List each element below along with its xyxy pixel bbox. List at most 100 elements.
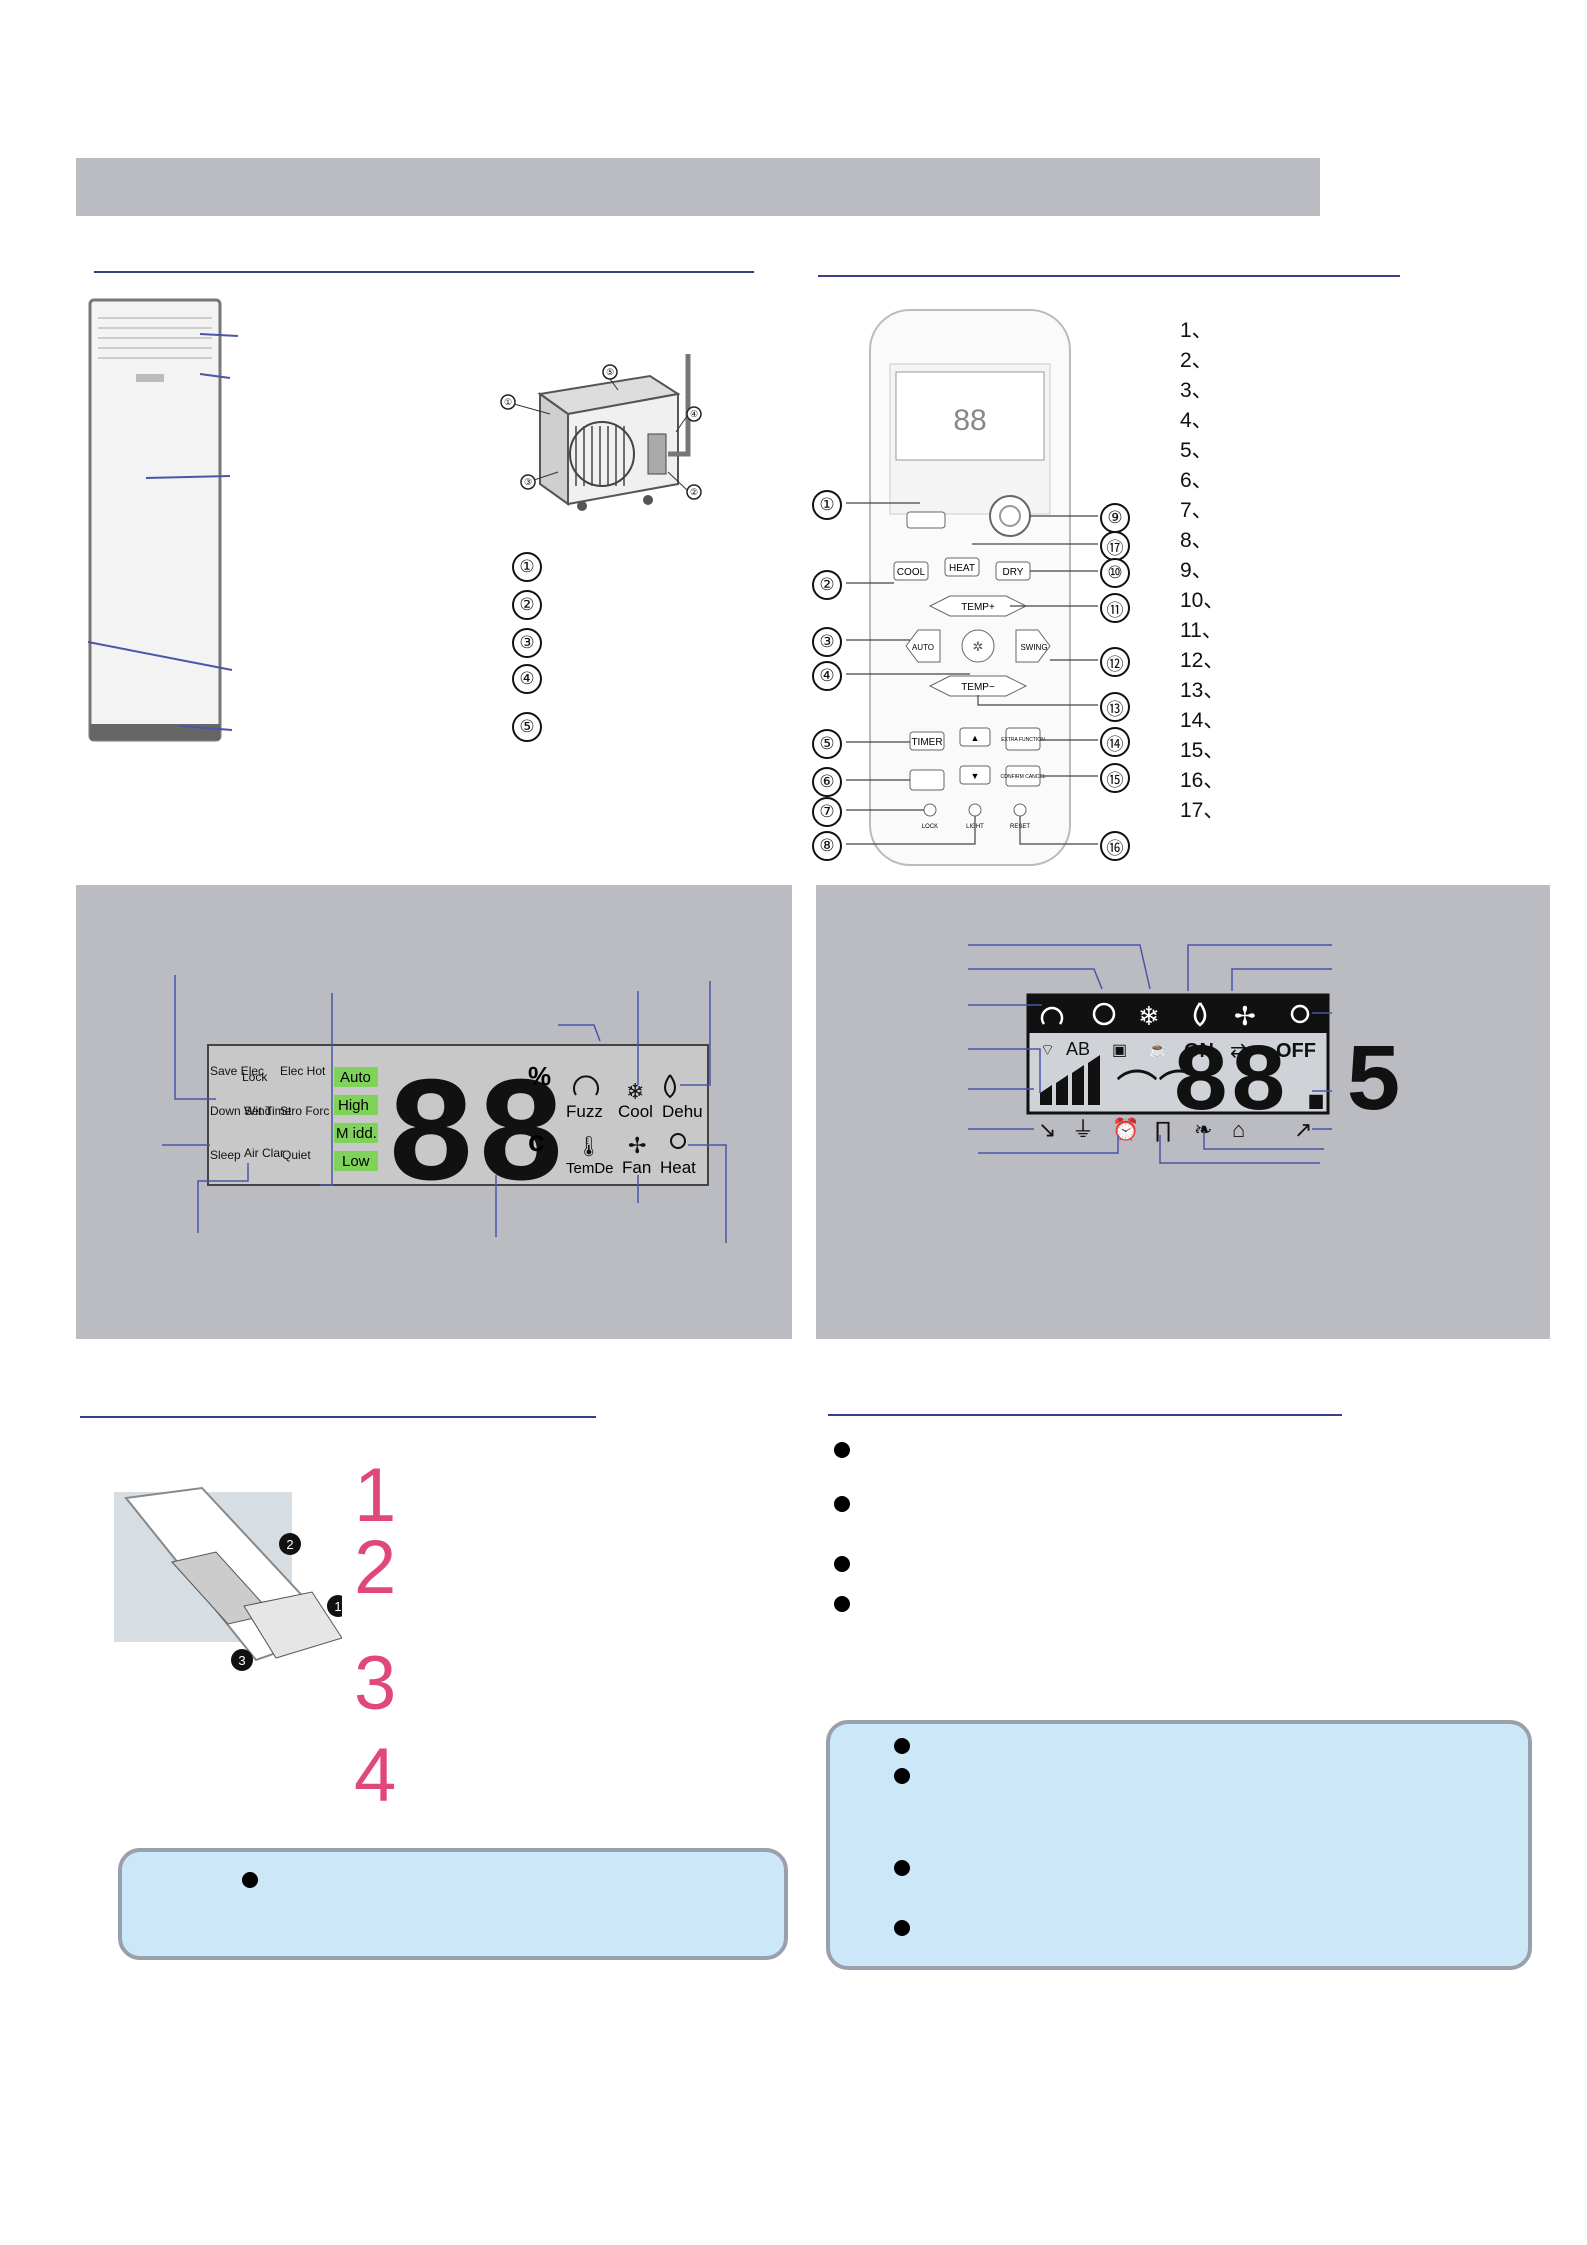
mode-dehu: Dehu	[662, 1102, 703, 1121]
indoor-display-diagram: Save Elec Lock Elec Hot Down Wind Set Ti…	[162, 975, 727, 1243]
label-down-wind: Down Wind	[210, 1104, 271, 1118]
remote-list-17: 17、	[1180, 799, 1225, 822]
note-bullet	[242, 1872, 258, 1888]
btn-temp-up[interactable]: TEMP+	[961, 602, 995, 613]
btn-lock[interactable]: LOCK	[922, 824, 938, 830]
swap-icon: ⇄	[1230, 1040, 1247, 1062]
dehu-icon	[664, 1074, 676, 1099]
indoor-unit-c: c	[528, 1125, 545, 1158]
remote-callout-3: ③	[812, 627, 842, 657]
label-air-clar: Air Clar	[244, 1146, 284, 1160]
section-banner	[76, 158, 1320, 216]
remote-list-7: 7、	[1180, 499, 1213, 522]
label-quiet: Quiet	[282, 1148, 311, 1162]
home-icon: ⌂	[1232, 1117, 1245, 1142]
label-stro-forc: Stro Forc	[280, 1104, 329, 1118]
battery-installation-illustration: 2 1 3	[114, 1486, 342, 1671]
btn-confirm-cancel[interactable]: CONFIRM CANCEL	[1000, 774, 1045, 780]
on-label: ON	[1184, 1040, 1214, 1062]
btn-extra-function[interactable]: EXTRA FUNCTION	[1001, 737, 1045, 743]
outdoor-legend-2: ②	[512, 590, 542, 620]
indoor-display-panel: Save Elec Lock Elec Hot Down Wind Set Ti…	[76, 885, 792, 1339]
remote-callout-2: ②	[812, 570, 842, 600]
notes-bullet-1	[834, 1442, 850, 1458]
label-set-time: Set Time	[244, 1104, 292, 1118]
ab-label: AB	[1066, 1039, 1090, 1059]
heater-icon: ∏	[1154, 1117, 1172, 1142]
btn-timer[interactable]: TIMER	[911, 737, 942, 748]
remote-list-5: 5、	[1180, 439, 1213, 462]
battery-marker-1: 1	[334, 1599, 341, 1614]
remote-list-14: 14、	[1180, 709, 1225, 732]
fuzz-icon	[573, 1075, 599, 1096]
remote-list-10: 10、	[1180, 589, 1225, 612]
btn-cool[interactable]: COOL	[897, 567, 926, 578]
indoor-unit-illustration	[87, 298, 239, 742]
outdoor-callout-4: ④	[690, 409, 698, 419]
remote-display-diagram: ❄ ✢ ⌔ AB ▣ ☕ ON ⇄ OFF ⌒⌒ 88.5 ↘ ⏚ ⏰ ∏ ❧ …	[968, 944, 1402, 1164]
btn-temp-down[interactable]: TEMP−	[961, 682, 995, 693]
step-number-2: 2	[354, 1525, 397, 1610]
remote-callout-5: ⑤	[812, 729, 842, 759]
fan-speed-auto: Auto	[340, 1069, 371, 1086]
fan-icon: ✢	[628, 1133, 646, 1158]
indoor-digits: 88	[386, 1055, 566, 1225]
remote-callout-16: ⑯	[1100, 831, 1130, 861]
off-label: OFF	[1276, 1040, 1316, 1062]
label-sleep: Sleep	[210, 1148, 241, 1162]
remote-callout-6: ⑥	[812, 767, 842, 797]
remote-list-2: 2、	[1180, 349, 1213, 372]
battery-marker-2: 2	[286, 1537, 293, 1552]
svg-text:✲: ✲	[973, 639, 984, 654]
remote-callout-13: ⑬	[1100, 692, 1130, 722]
section-rule-units	[94, 271, 754, 273]
cool-mode-icon: ❄	[1138, 1001, 1160, 1031]
remote-callout-15: ⑮	[1100, 763, 1130, 793]
label-elec-hot: Elec Hot	[280, 1064, 326, 1078]
notes-bullet-3	[834, 1556, 850, 1572]
notes-bullet-2	[834, 1496, 850, 1512]
return-icon: ↗	[1294, 1117, 1312, 1142]
remote-callout-11: ⑪	[1100, 593, 1130, 623]
fan-speed-midd: M idd.	[336, 1125, 377, 1142]
remote-list-4: 4、	[1180, 409, 1213, 432]
section-rule-remote	[818, 275, 1400, 277]
mode-temde: TemDe	[566, 1160, 614, 1177]
mode-fan: Fan	[622, 1158, 651, 1177]
auto-mode-icon	[1092, 1002, 1116, 1026]
fuzzy-mode-icon	[1040, 1006, 1064, 1025]
btn-auto[interactable]: AUTO	[912, 643, 934, 652]
callout-bullet-4	[894, 1920, 910, 1936]
remote-list-16: 16、	[1180, 769, 1225, 792]
swing-indicator: ⌒⌒	[1116, 1067, 1200, 1114]
plug-icon: ⏚	[1072, 1117, 1094, 1142]
fan-speed-low: Low	[342, 1153, 370, 1170]
remote-callout-14: ⑭	[1100, 727, 1130, 757]
btn-heat[interactable]: HEAT	[949, 563, 975, 574]
indoor-unit-percent: %	[528, 1061, 551, 1091]
outdoor-callout-5: ⑤	[606, 367, 614, 377]
notes-bullet-4	[834, 1596, 850, 1612]
outdoor-callout-2: ②	[690, 487, 698, 497]
btn-dry[interactable]: DRY	[1003, 567, 1024, 578]
signal-icon: ⌔	[1040, 1042, 1055, 1059]
remote-callout-10: ⑩	[1100, 558, 1130, 588]
svg-text:▼: ▼	[971, 771, 980, 781]
remote-list-15: 15、	[1180, 739, 1225, 762]
fan-speed-bars	[1040, 1055, 1100, 1105]
heat-icon	[670, 1133, 686, 1149]
remote-callout-7: ⑦	[812, 797, 842, 827]
remote-list-12: 12、	[1180, 649, 1225, 672]
battery-marker-3: 3	[238, 1653, 245, 1668]
callout-bullet-1	[894, 1738, 910, 1754]
svg-text:88: 88	[953, 404, 986, 437]
outdoor-callout-3: ③	[524, 477, 532, 487]
fan-speed-high: High	[338, 1097, 369, 1114]
outdoor-unit-illustration: ① ⑤ ④ ③ ②	[500, 354, 702, 511]
outdoor-legend-4: ④	[512, 664, 542, 694]
cool-icon: ❄	[626, 1079, 644, 1104]
remote-note-callout	[826, 1720, 1532, 1970]
outdoor-legend-1: ①	[512, 552, 542, 582]
remote-callout-8: ⑧	[812, 831, 842, 861]
btn-swing[interactable]: SWING	[1020, 643, 1047, 652]
